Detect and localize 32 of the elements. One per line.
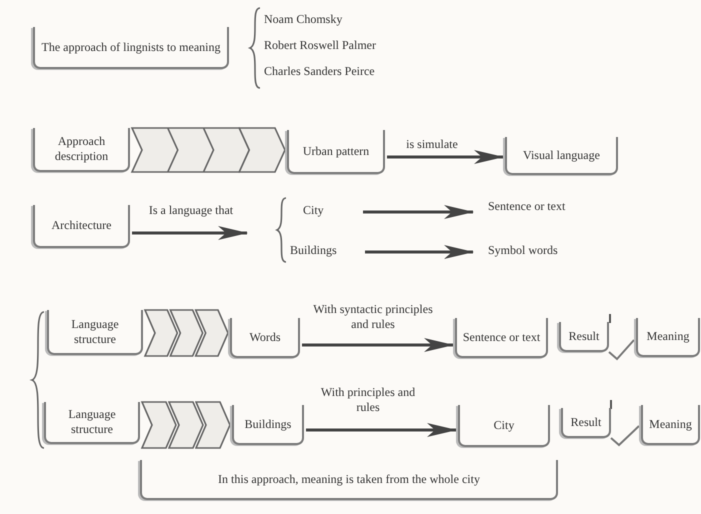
bracket-box: The approach of lingnists to meaning [33, 27, 229, 69]
person-name: Noam Chomsky [264, 12, 342, 27]
arrow [363, 205, 474, 219]
arrow [306, 423, 457, 437]
zigzag-connector [610, 425, 640, 446]
bracket-box: Urban pattern [287, 130, 385, 174]
bracket-box: Approach description [33, 128, 130, 172]
node-label: Buildings [290, 240, 350, 260]
bracket-box: Architecture [33, 205, 130, 248]
bracket-box: Meaning [636, 318, 700, 357]
arrow [387, 150, 504, 164]
bracket-box: Result [561, 408, 611, 438]
chevron-arrow [140, 401, 231, 449]
arrow [365, 245, 474, 259]
chevron-arrow [130, 127, 286, 173]
zigzag-connector [608, 339, 635, 360]
bracket-box: Language structure [47, 310, 143, 355]
arrow [302, 338, 454, 352]
bracket-box: Language structure [44, 402, 140, 444]
bracket-box: Meaning [641, 405, 700, 445]
arrow [132, 226, 248, 240]
bracket-box: In this approach, meaning is taken from the whole city [140, 460, 558, 500]
bracket-box: Visual language [505, 137, 618, 175]
bracket-box: Words [230, 318, 300, 358]
node-label: Symbol words [488, 240, 588, 260]
node-label: City [303, 200, 348, 220]
node-label: Sentence or text [488, 196, 598, 216]
bracket-box: Result [559, 322, 609, 352]
bracket-box: Sentence or text [455, 318, 548, 358]
bracket-box: Buildings [232, 405, 304, 445]
bracket-box: City [458, 405, 550, 447]
chevron-arrow [144, 309, 229, 357]
